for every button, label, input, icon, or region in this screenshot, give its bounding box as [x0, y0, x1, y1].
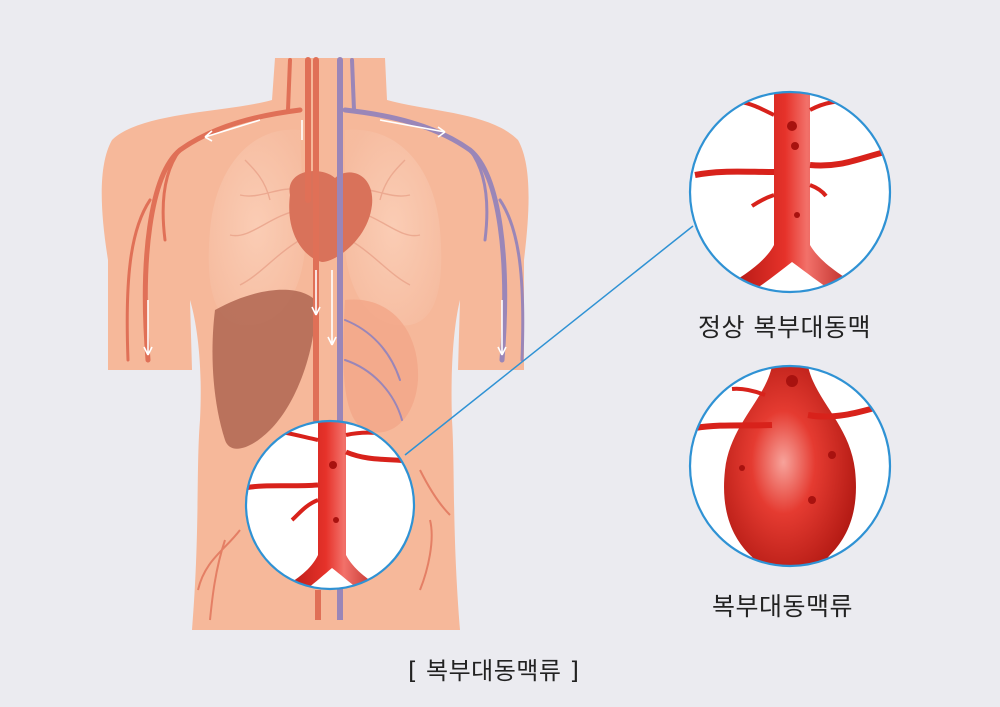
abdomen-vessels: [197, 469, 451, 621]
inset-circle-border: [244, 419, 416, 591]
aneurysm-label: 복부대동맥류: [712, 592, 854, 621]
figure-caption: [ 복부대동맥류 ]: [408, 657, 580, 685]
right-lung: [345, 129, 442, 326]
aneurysm-circle-border: [688, 364, 892, 568]
aneurysm-illustration: [694, 366, 886, 566]
stomach: [343, 299, 419, 433]
normal-aorta-illustration: [694, 92, 886, 292]
arteries: [125, 57, 319, 423]
normal-circle-border: [688, 90, 892, 294]
body-illustration: [101, 57, 529, 630]
lung-branches: [229, 159, 421, 286]
normal-aorta-label: 정상 복부대동맥: [698, 313, 871, 342]
liver: [212, 289, 316, 449]
connector-line: [404, 225, 694, 456]
left-lung: [208, 129, 305, 326]
aneurysm-circle: [688, 364, 892, 568]
normal-aorta-circle: [688, 90, 892, 294]
flow-arrows: [143, 119, 507, 356]
